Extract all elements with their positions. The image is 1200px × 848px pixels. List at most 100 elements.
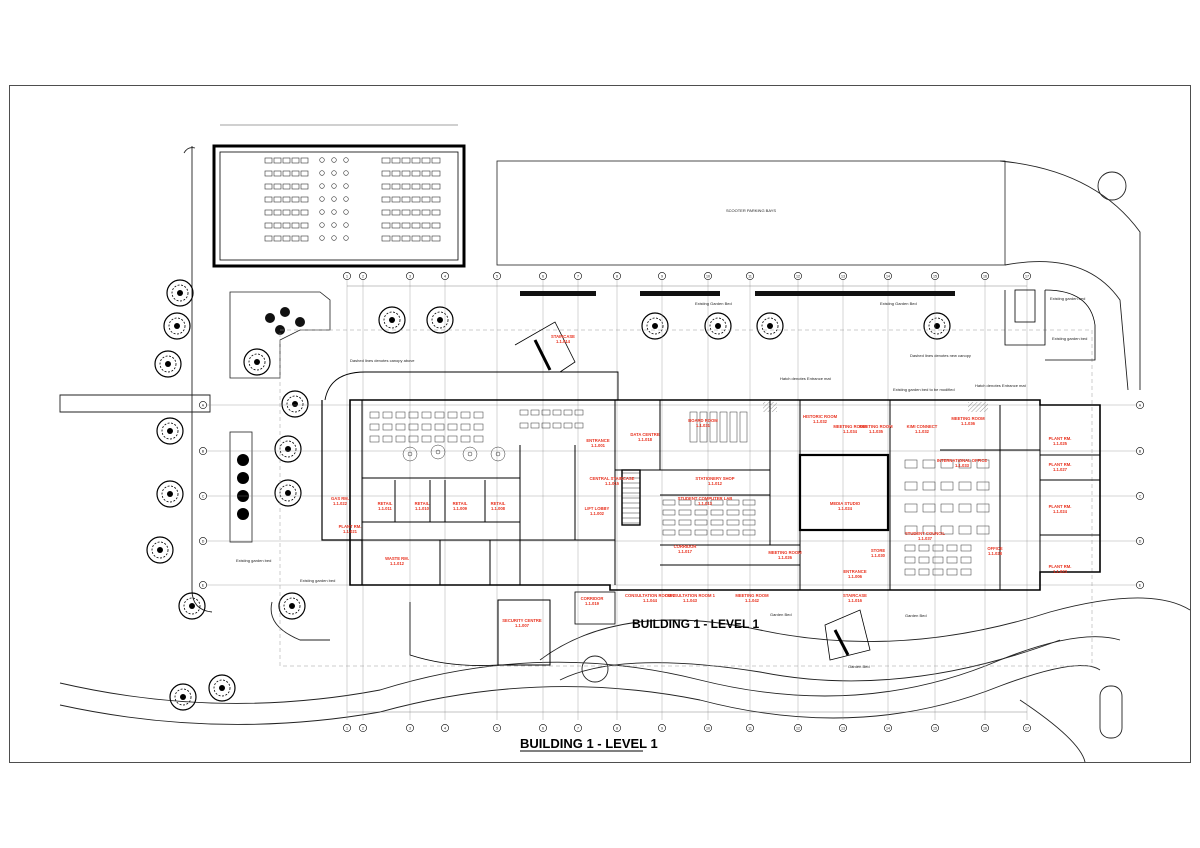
grid-bubble: 9 [658, 272, 666, 280]
svg-text:1.1.036: 1.1.036 [961, 421, 976, 426]
grid-bubble: 14 [884, 272, 892, 280]
svg-text:13: 13 [841, 726, 845, 730]
room-label: GAS RM.1.1.022 [331, 496, 349, 506]
svg-text:OFFICE: OFFICE [987, 546, 1003, 551]
tree-symbol [378, 306, 406, 334]
tree-symbol [756, 312, 784, 340]
svg-text:11: 11 [748, 726, 752, 730]
svg-text:1.1.002: 1.1.002 [590, 511, 605, 516]
grid-bubble: 5 [493, 724, 501, 732]
plan-note: Existing garden bed [236, 558, 271, 563]
plan-note: Garden Bed [770, 612, 792, 617]
grid-bubble: 10 [704, 272, 712, 280]
room-label: PLANT RM.1.1.021 [339, 524, 362, 534]
grid-bubble: 15 [931, 724, 939, 732]
svg-text:1.1.007: 1.1.007 [515, 623, 530, 628]
tree-symbol [281, 390, 309, 418]
svg-text:1.1.011: 1.1.011 [378, 506, 392, 511]
svg-text:RETAIL: RETAIL [415, 501, 430, 506]
grid-bubble: E [199, 581, 207, 589]
svg-text:MEDIA STUDIO: MEDIA STUDIO [830, 501, 861, 506]
svg-text:MEETING ROOM: MEETING ROOM [735, 593, 769, 598]
svg-text:1.1.027: 1.1.027 [1053, 467, 1068, 472]
svg-text:9: 9 [661, 274, 663, 278]
sheet-border [9, 85, 1191, 763]
svg-text:7: 7 [577, 726, 579, 730]
svg-text:1.1.008: 1.1.008 [491, 506, 506, 511]
svg-text:D: D [202, 539, 205, 543]
svg-text:INTERNATIONAL OFFICE: INTERNATIONAL OFFICE [937, 458, 988, 463]
svg-text:1.1.001: 1.1.001 [591, 443, 606, 448]
svg-text:1.1.043: 1.1.043 [683, 598, 698, 603]
svg-text:10: 10 [706, 726, 710, 730]
svg-text:B: B [202, 449, 205, 453]
svg-text:RETAIL: RETAIL [491, 501, 506, 506]
room-label: PLANT RM.1.1.024 [1049, 504, 1072, 514]
grid-bubbles: 1122334455667788991010111112121313141415… [199, 272, 1144, 732]
tree-symbol [274, 435, 302, 463]
plan-note: Garden Bed [848, 664, 870, 669]
grid-bubble: 6 [539, 272, 547, 280]
grid-bubble: B [1136, 447, 1144, 455]
svg-text:1.1.025: 1.1.025 [1053, 441, 1068, 446]
svg-text:1.1.034: 1.1.034 [843, 429, 858, 434]
svg-text:1: 1 [346, 274, 348, 278]
svg-text:2: 2 [362, 726, 364, 730]
room-label: PLANT RM.1.1.023 [1049, 564, 1072, 574]
svg-text:STAIRCASE: STAIRCASE [843, 593, 867, 598]
shrub-symbol [237, 472, 249, 484]
svg-text:1.1.010: 1.1.010 [415, 506, 430, 511]
svg-text:1.1.042: 1.1.042 [745, 598, 760, 603]
svg-text:4: 4 [444, 726, 446, 730]
outdoor-seating-block [212, 124, 466, 268]
grid-bubble: 11 [746, 272, 754, 280]
grid-bubble: 15 [931, 272, 939, 280]
svg-text:3: 3 [409, 274, 411, 278]
grid-bubble: 1 [343, 272, 351, 280]
tree-symbol [169, 683, 197, 711]
grid-bubble: 16 [981, 272, 989, 280]
grid-bubble: B [199, 447, 207, 455]
svg-text:17: 17 [1025, 274, 1029, 278]
grid-bubble: 2 [359, 272, 367, 280]
grid-bubble: 9 [658, 724, 666, 732]
tree-symbol [923, 312, 951, 340]
scooter-parking-area: SCOOTER PARKING BAYS [496, 160, 1006, 266]
grid-bubble: 7 [574, 724, 582, 732]
shrub-symbol [237, 454, 249, 466]
svg-text:1.1.009: 1.1.009 [453, 506, 468, 511]
svg-text:C: C [1139, 494, 1142, 498]
tree-symbol [243, 348, 271, 376]
svg-text:MEETING ROOM: MEETING ROOM [833, 424, 867, 429]
plan-note: Existing garden bed [1050, 296, 1085, 301]
grid-bubble: A [199, 401, 207, 409]
svg-text:RETAIL: RETAIL [453, 501, 468, 506]
svg-text:1.1.030: 1.1.030 [871, 553, 886, 558]
grid-bubble: 13 [839, 272, 847, 280]
svg-text:15: 15 [933, 726, 937, 730]
drawing-title: BUILDING 1 - LEVEL 1 [520, 736, 658, 751]
svg-text:E: E [202, 583, 205, 587]
grid-bubble: 4 [441, 272, 449, 280]
grid-bubble: E [1136, 581, 1144, 589]
svg-text:1.1.012: 1.1.012 [390, 561, 405, 566]
shrub-symbol [295, 317, 305, 327]
trees [146, 279, 951, 711]
svg-text:PLANT RM.: PLANT RM. [1049, 564, 1072, 569]
